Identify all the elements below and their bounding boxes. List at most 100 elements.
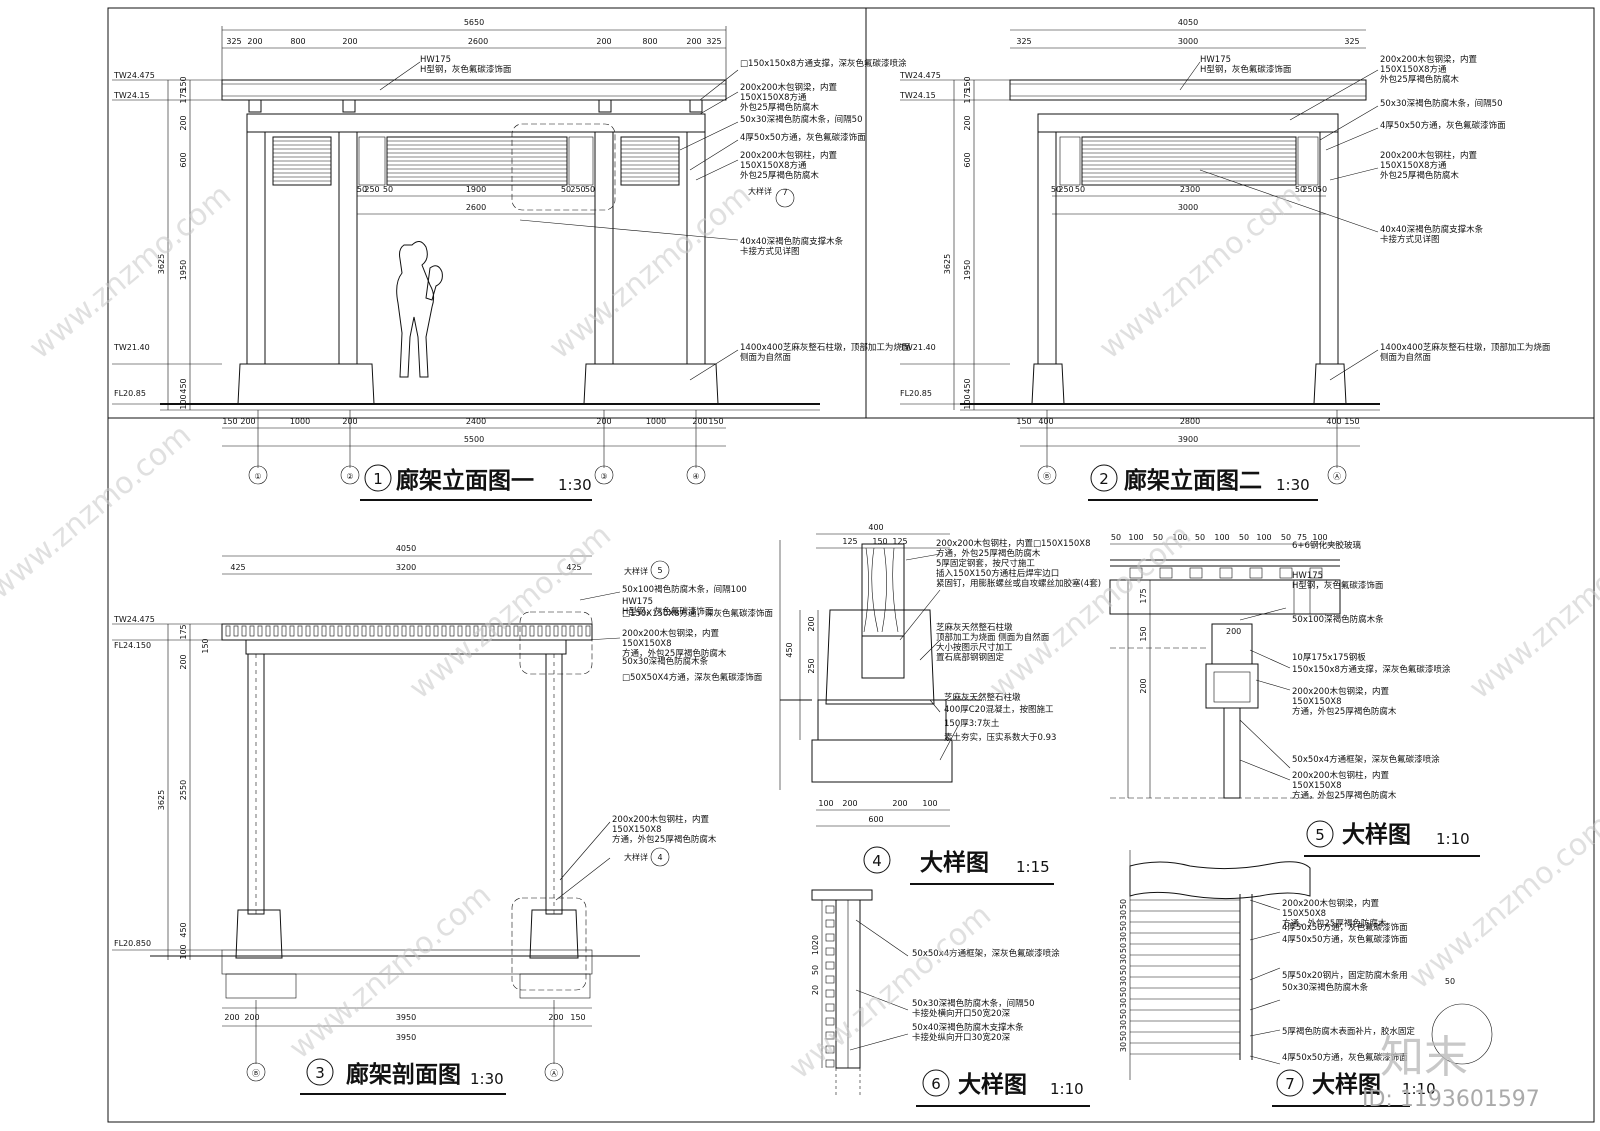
d1-level-1: TW24.15 <box>113 91 150 100</box>
d1-total-top: 5650 <box>464 18 484 27</box>
d1-note-1: □150x150x8方通支撑，深灰色氟碳漆喷涂 <box>740 58 907 69</box>
d4-note-6: 素土夯实，压实系数大于0.93 <box>944 732 1056 743</box>
d7-note-3: 5厚50x20钢片，固定防腐木条用 <box>1282 970 1408 981</box>
d1-vdim-4: 3625 <box>157 254 166 274</box>
d2-top-1: 3000 <box>1178 37 1198 46</box>
d3-ref-1-label: 大样详 <box>624 852 648 862</box>
d2-inner-3: 2300 <box>1180 185 1200 194</box>
d3-vdim-5: 450 <box>179 922 188 937</box>
d7-vdim-9: 30 <box>1119 998 1128 1008</box>
d1-title: 廊架立面图一 <box>396 467 534 494</box>
d2-inner-1: 250 <box>1058 185 1073 194</box>
d1-top-7: 200 <box>686 37 701 46</box>
d4-scale: 1:15 <box>1016 858 1050 876</box>
d1-ref-num: 7 <box>782 188 787 197</box>
watermark-site-9: www.znzmo.com <box>0 418 198 607</box>
d3-level-0: TW24.475 <box>113 615 155 624</box>
d1-inner-3: 1900 <box>466 185 486 194</box>
d3-vdim-0: 175 <box>179 624 188 639</box>
d7-vdim-8: 50 <box>1119 987 1128 997</box>
sheet-border <box>107 7 1595 1123</box>
d5-title: 大样图 <box>1342 821 1411 848</box>
d1-vdim-1: 175 <box>179 88 188 103</box>
d5-vdim-3: 200 <box>1226 627 1241 636</box>
d2-number: 2 <box>1099 470 1109 488</box>
d7-note-4: 50x30深褐色防腐木条 <box>1282 982 1369 993</box>
d1-bottom-8: 150 <box>708 417 723 426</box>
d7-note-2: 4厚50x50方通，灰色氟碳漆饰面 <box>1282 934 1408 945</box>
d2-axis-1: Ⓐ <box>1333 472 1341 481</box>
d1-top-5: 200 <box>596 37 611 46</box>
watermark-site-6: www.znzmo.com <box>1463 518 1600 707</box>
d7-note-6: 4厚50x50方通，灰色氟碳漆饰面 <box>1282 1052 1408 1063</box>
d5-top-6: 50 <box>1239 533 1249 542</box>
watermark-site-10: www.znzmo.com <box>1403 808 1600 997</box>
d1-note-3: 50x30深褐色防腐木条，间隔50 <box>740 114 862 125</box>
drawing-2-elevation-two <box>900 29 1380 501</box>
d5-note-3: 10厚175x175钢板 <box>1292 652 1366 663</box>
d1-axis-0: ① <box>254 472 261 481</box>
d3-bottom-3: 200 <box>548 1013 563 1022</box>
d1-bottom-4: 2400 <box>466 417 486 426</box>
d1-vdim-0: 150 <box>179 76 188 91</box>
d7-vdim-5: 30 <box>1119 954 1128 964</box>
d3-level-1: FL24.150 <box>114 641 151 650</box>
d2-inner-span: 3000 <box>1178 203 1198 212</box>
d1-level-3: FL20.85 <box>114 389 146 398</box>
d1-axis-3: ④ <box>692 472 699 481</box>
d7-vdim-7: 30 <box>1119 976 1128 986</box>
d1-axis-1: ② <box>346 472 353 481</box>
d1-ref-label: 大样详 <box>748 186 772 196</box>
d7-vdim-6: 50 <box>1119 965 1128 975</box>
d2-top-2: 325 <box>1344 37 1359 46</box>
d7-number: 7 <box>1285 1075 1295 1093</box>
d2-inner-4: 50 <box>1295 185 1305 194</box>
d1-level-2: TW21.40 <box>113 343 150 352</box>
d7-scale: 1:10 <box>1402 1080 1436 1098</box>
d1-vdim-2: 200 <box>179 115 188 130</box>
d2-note-6: 1400x400芝麻灰整石柱墩，顶部加工为烧面侧面为自然面 <box>1380 342 1551 363</box>
d1-axis-2: ③ <box>600 472 607 481</box>
d6-vdim-2: 50 <box>811 965 820 975</box>
d5-vdim-2: 200 <box>1139 678 1148 693</box>
d2-bottom-2: 2800 <box>1180 417 1200 426</box>
d1-vdim-7: 100 <box>179 394 188 409</box>
d2-inner-2: 50 <box>1075 185 1085 194</box>
d4-note-5: 150厚3:7灰土 <box>944 718 1000 729</box>
d4-total-top: 400 <box>868 523 883 532</box>
d7-vdim-3: 30 <box>1119 932 1128 942</box>
d2-inner-6: 50 <box>1317 185 1327 194</box>
d5-vdim-0: 175 <box>1139 588 1148 603</box>
watermark-logo: 知末 <box>1380 1032 1468 1083</box>
d5-scale: 1:10 <box>1436 830 1470 848</box>
d1-scale: 1:30 <box>558 476 592 494</box>
d1-note-6: 40x40深褐色防腐支撑木条卡接方式见详图 <box>740 236 844 257</box>
d1-top-1: 200 <box>247 37 262 46</box>
d7-vdim-11: 30 <box>1119 1020 1128 1030</box>
d2-axis-0: Ⓑ <box>1043 472 1051 481</box>
d4-total-bottom: 600 <box>868 815 883 824</box>
d3-number: 3 <box>315 1064 325 1082</box>
d1-note-4: 4厚50x50方通，灰色氟碳漆饰面 <box>740 132 866 143</box>
drawing-1-elevation-one <box>112 26 820 501</box>
d7-vdim-12: 50 <box>1119 1031 1128 1041</box>
d2-inner-5: 250 <box>1302 185 1317 194</box>
d3-vdim-2: 200 <box>179 654 188 669</box>
d2-note-5: 40x40深褐色防腐支撑木条卡接方式见详图 <box>1380 224 1484 245</box>
d3-scale: 1:30 <box>470 1070 504 1088</box>
d1-vdim-3: 600 <box>179 152 188 167</box>
d2-level-2: TW21.40 <box>899 343 936 352</box>
d3-bottom-2: 3950 <box>396 1013 416 1022</box>
d5-top-5: 100 <box>1214 533 1229 542</box>
d2-vdim-7: 100 <box>963 394 972 409</box>
d2-inner-0: 50 <box>1051 185 1061 194</box>
d5-note-6: 50x50x4方通框架，深灰色氟碳漆喷涂 <box>1292 754 1440 765</box>
d1-inner-2: 50 <box>383 185 393 194</box>
